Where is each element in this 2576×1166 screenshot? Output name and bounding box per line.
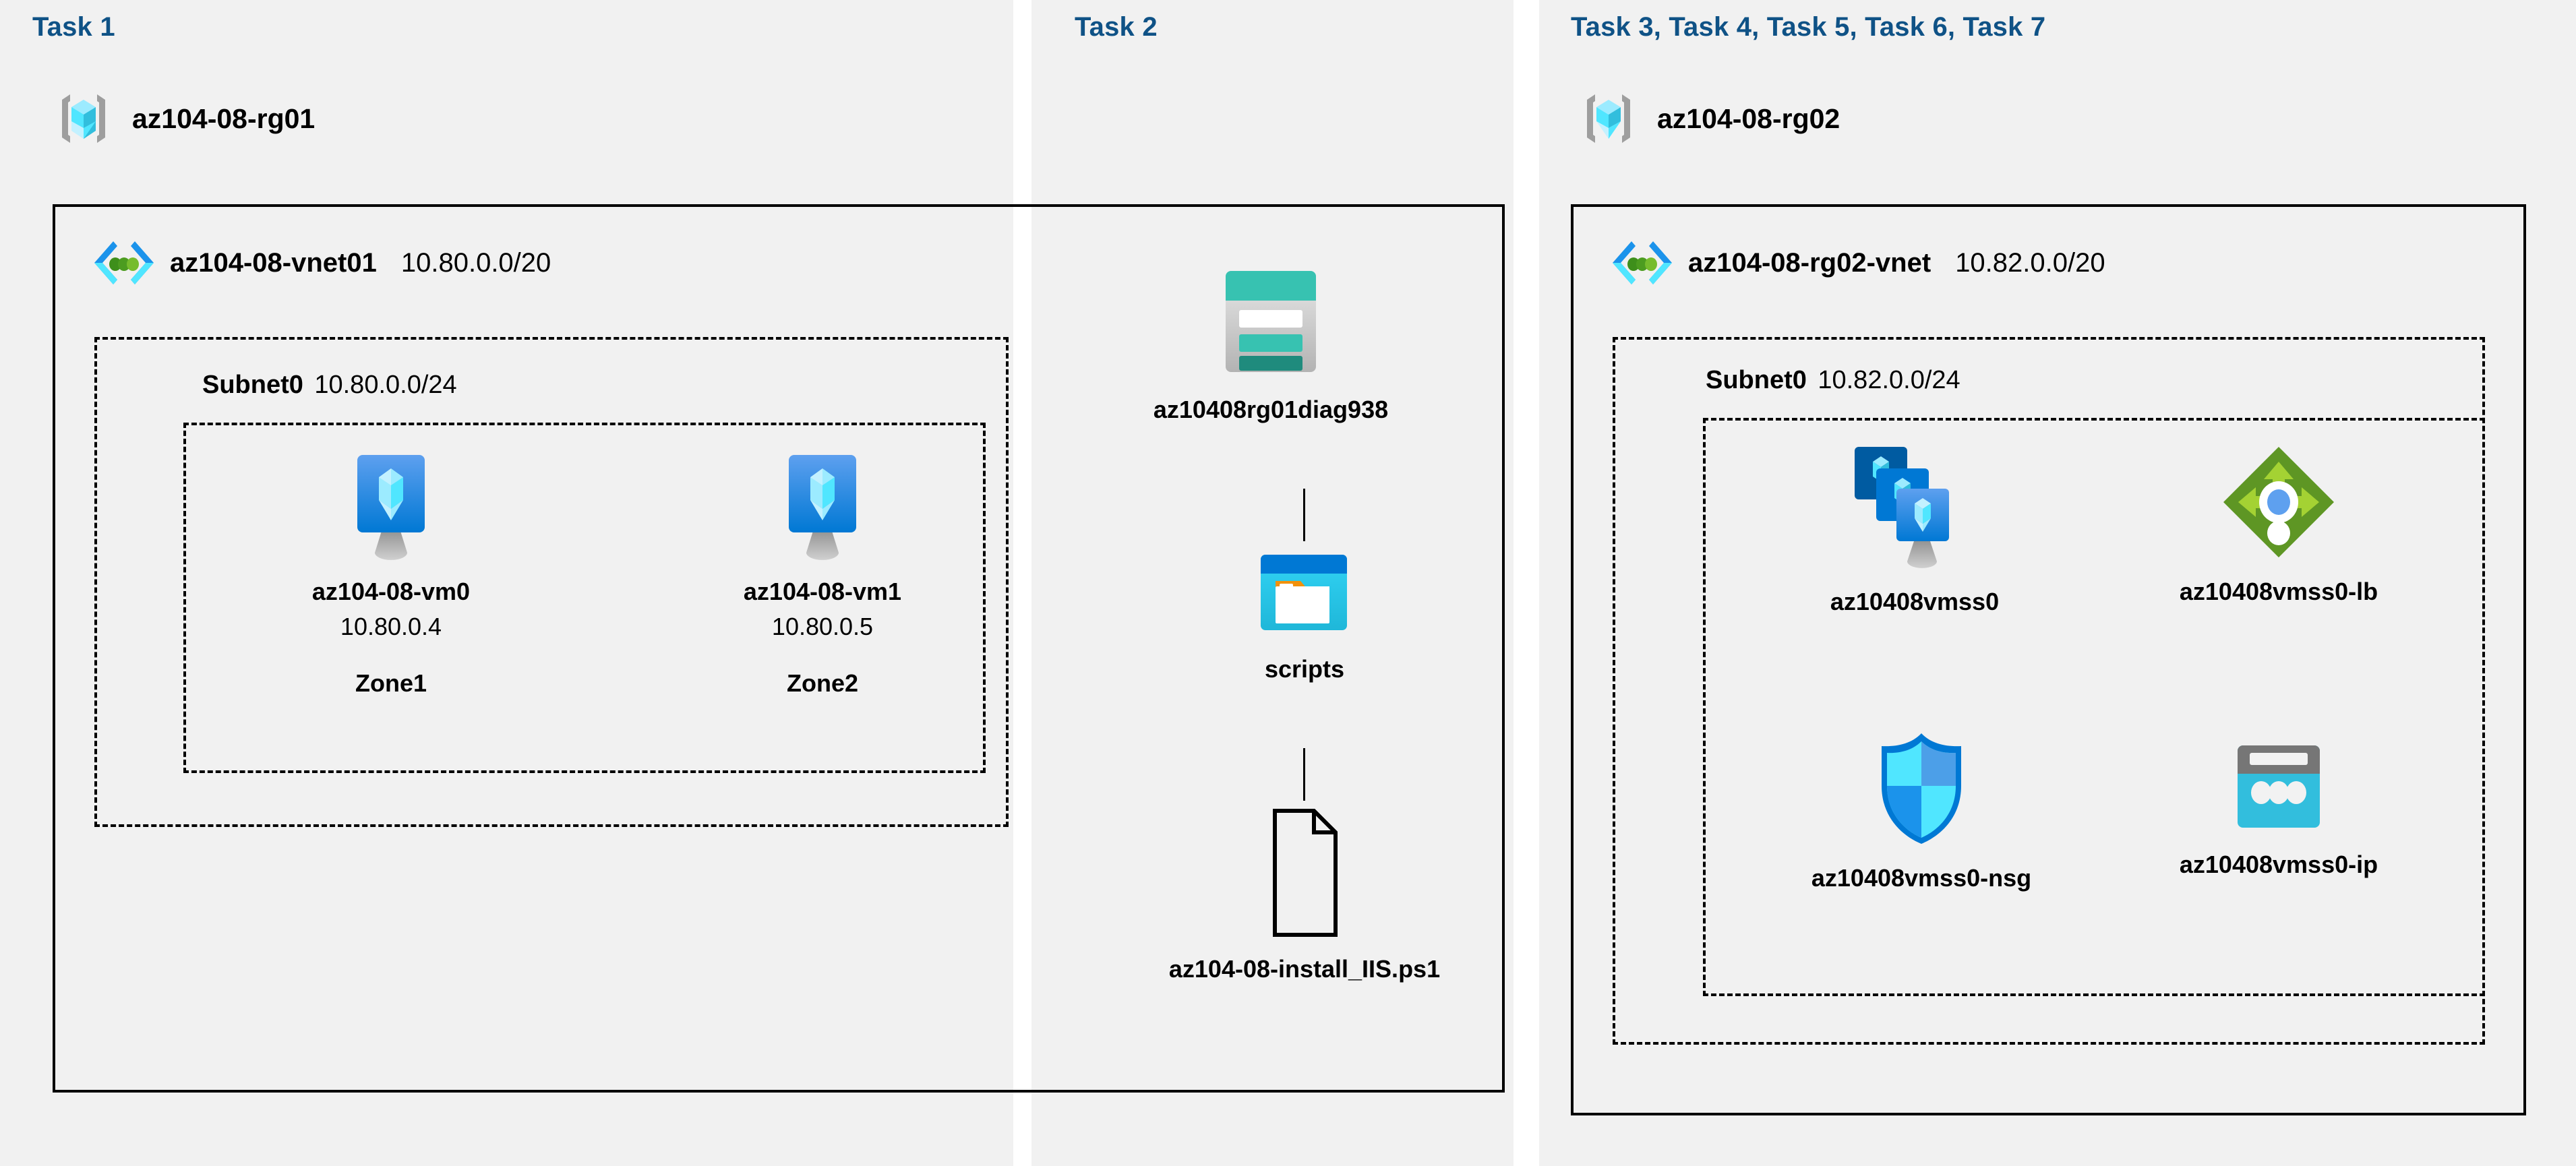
task3-public-ip-label: az10408vmss0-ip bbox=[2179, 851, 2378, 878]
task1-subnet-header: Subnet0 10.80.0.0/24 bbox=[202, 371, 457, 400]
task1-subnet-boundary bbox=[94, 337, 1009, 827]
blob-container-icon bbox=[1254, 549, 1355, 640]
vm-scale-set-icon bbox=[1849, 441, 1981, 573]
task1-vnet-name: az104-08-vnet01 bbox=[170, 247, 377, 278]
load-balancer-icon bbox=[2218, 441, 2339, 563]
task3-subnet-name: Subnet0 bbox=[1706, 366, 1807, 394]
task1-vm1[interactable]: az104-08-vm1 10.80.0.5 Zone2 bbox=[715, 452, 930, 698]
panel-task1-background bbox=[0, 0, 1013, 1166]
public-ip-address-icon bbox=[2228, 741, 2329, 836]
virtual-machine-icon bbox=[769, 452, 876, 563]
task1-vnet-cidr: 10.80.0.0/20 bbox=[400, 247, 551, 278]
task2-blob-container[interactable]: scripts bbox=[1200, 549, 1409, 683]
task2-file[interactable]: az104-08-install_IIS.ps1 bbox=[1112, 805, 1497, 983]
task1-title: Task 1 bbox=[32, 12, 115, 42]
task3-vnet-header[interactable]: az104-08-rg02-vnet 10.82.0.0/20 bbox=[1611, 237, 2105, 288]
task2-title: Task 2 bbox=[1075, 12, 1158, 42]
task3-nsg-label: az10408vmss0-nsg bbox=[1811, 864, 2032, 892]
task1-vnet-header[interactable]: az104-08-vnet01 10.80.0.0/20 bbox=[93, 237, 551, 288]
virtual-network-icon bbox=[1611, 237, 1673, 288]
task2-blob-container-label: scripts bbox=[1264, 655, 1345, 683]
task1-subnet-name: Subnet0 bbox=[202, 371, 303, 399]
task3-vm-scale-set-label: az10408vmss0 bbox=[1830, 588, 2000, 615]
task3-vnet-name: az104-08-rg02-vnet bbox=[1688, 247, 1931, 278]
task1-vm0-zone: Zone1 bbox=[355, 669, 427, 697]
task3-vm-scale-set[interactable]: az10408vmss0 bbox=[1753, 441, 2076, 616]
task1-vm0-ip: 10.80.0.4 bbox=[340, 613, 442, 640]
task1-zone-group-boundary bbox=[183, 423, 986, 773]
task3-load-balancer[interactable]: az10408vmss0-lb bbox=[2117, 441, 2440, 606]
task1-vm0[interactable]: az104-08-vm0 10.80.0.4 Zone1 bbox=[283, 452, 499, 698]
task3-load-balancer-label: az10408vmss0-lb bbox=[2179, 578, 2378, 605]
task1-subnet-cidr: 10.80.0.0/24 bbox=[314, 371, 457, 399]
panel-task3-background bbox=[1539, 0, 2576, 1166]
task3-title: Task 3, Task 4, Task 5, Task 6, Task 7 bbox=[1571, 12, 2046, 42]
virtual-machine-icon bbox=[337, 452, 445, 563]
resource-group-icon bbox=[53, 88, 115, 150]
task2-storage-account[interactable]: az10408rg01diag938 bbox=[1126, 263, 1416, 424]
task3-vnet-boundary bbox=[1571, 204, 2526, 1115]
connector-container-to-file bbox=[1303, 748, 1305, 801]
task3-resource-group-label: az104-08-rg02 bbox=[1657, 102, 1840, 134]
task1-vm0-name: az104-08-vm0 bbox=[311, 578, 471, 605]
task1-vm1-ip: 10.80.0.5 bbox=[771, 613, 874, 640]
task3-subnet-header: Subnet0 10.82.0.0/24 bbox=[1706, 366, 1960, 395]
task3-subnet-cidr: 10.82.0.0/24 bbox=[1818, 366, 1960, 394]
task1-resource-group[interactable]: az104-08-rg01 bbox=[53, 88, 315, 150]
storage-account-icon bbox=[1207, 263, 1335, 381]
resource-group-icon bbox=[1578, 88, 1640, 150]
task3-resource-group[interactable]: az104-08-rg02 bbox=[1578, 88, 1840, 150]
task1-vm1-zone: Zone2 bbox=[786, 669, 858, 697]
connector-storage-to-container bbox=[1303, 489, 1305, 541]
task2-file-label: az104-08-install_IIS.ps1 bbox=[1168, 955, 1441, 983]
file-icon bbox=[1261, 805, 1348, 940]
network-security-group-icon bbox=[1871, 728, 1972, 849]
virtual-network-icon bbox=[93, 237, 155, 288]
task3-public-ip-address[interactable]: az10408vmss0-ip bbox=[2117, 741, 2440, 879]
task1-resource-group-label: az104-08-rg01 bbox=[132, 102, 316, 134]
task3-resource-group-boundary bbox=[1703, 418, 2485, 996]
task1-vm1-name: az104-08-vm1 bbox=[743, 578, 902, 605]
task3-network-security-group[interactable]: az10408vmss0-nsg bbox=[1760, 728, 2083, 892]
task3-vnet-cidr: 10.82.0.0/20 bbox=[1955, 247, 2105, 278]
task1-vnet-boundary bbox=[53, 204, 1505, 1093]
task2-storage-account-label: az10408rg01diag938 bbox=[1153, 396, 1389, 423]
